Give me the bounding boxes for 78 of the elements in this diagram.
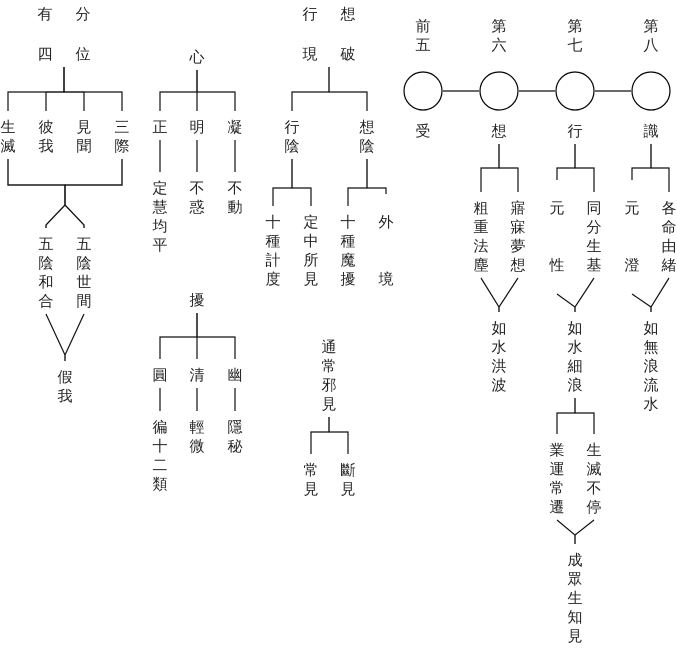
term-label: 寤寐夢想	[510, 192, 526, 278]
stage-label: 行	[568, 122, 582, 142]
term-label: 擾	[190, 284, 204, 313]
term-label: 行想現破	[302, 0, 356, 67]
connector-line	[63, 67, 123, 111]
term-label: 十種魔擾	[340, 206, 356, 292]
connector-line	[574, 144, 595, 192]
stage-label: 第七	[568, 16, 582, 55]
connector-line	[650, 278, 670, 312]
term-label: 正	[152, 111, 168, 140]
term-label: 定慧均平	[152, 172, 168, 258]
connector-line	[443, 90, 479, 92]
stage-label: 第六	[492, 16, 506, 55]
connector-line	[196, 140, 198, 172]
term-label: 幽	[228, 359, 242, 388]
term-label: 彼我	[38, 111, 54, 159]
connector-line	[64, 314, 85, 361]
term-label: 如水細浪	[568, 312, 582, 398]
term-label: 清	[190, 359, 204, 388]
term-label: 十種計度	[266, 206, 280, 292]
term-label: 凝	[228, 111, 242, 140]
connector-line	[196, 70, 236, 111]
connector-line	[234, 140, 236, 172]
stage-label: 想	[492, 122, 506, 142]
connector-line	[328, 417, 349, 454]
term-label: 通常邪見	[322, 331, 336, 417]
term-label: 生滅	[0, 111, 16, 159]
term-label: 外境	[378, 194, 394, 308]
connector-line	[650, 144, 670, 192]
connector-line	[574, 520, 594, 544]
stage-label: 前五	[416, 16, 430, 55]
term-label: 假我	[58, 361, 72, 409]
term-label: 生滅不停	[586, 434, 602, 520]
term-label: 見聞	[76, 111, 92, 159]
term-label: 不惑	[190, 172, 204, 220]
term-label: 常見	[304, 454, 318, 502]
term-label: 元性	[550, 180, 564, 294]
term-label: 如無浪流水	[644, 312, 658, 417]
connector-line	[159, 388, 161, 411]
term-label: 如水洪波	[492, 312, 506, 398]
connector-line	[519, 90, 555, 92]
term-label: 徧十二類	[152, 411, 168, 497]
term-label: 各命由緒	[662, 192, 676, 278]
term-label: 同分生基	[586, 192, 602, 278]
stage-label: 識	[644, 122, 658, 142]
term-label: 有分四位	[38, 0, 90, 67]
connector-line	[196, 388, 198, 411]
connector-line	[328, 67, 368, 111]
term-label: 成眾生知見	[568, 544, 582, 649]
term-label: 圓	[152, 359, 168, 388]
term-label: 隱秘	[228, 411, 242, 459]
stage-label: 第八	[644, 16, 658, 55]
term-label: 心	[190, 41, 204, 70]
term-label: 輕微	[190, 411, 204, 459]
term-label: 想陰	[360, 111, 374, 159]
connector-line	[64, 159, 123, 228]
term-label: 元澄	[624, 180, 640, 294]
connector-line	[159, 140, 161, 172]
connector-line	[498, 278, 518, 312]
connector-line	[234, 388, 236, 411]
term-label: 五陰和合	[38, 228, 54, 314]
term-label: 三際	[114, 111, 130, 159]
connector-line	[574, 278, 594, 312]
term-label: 粗重法塵	[474, 192, 488, 278]
connector-line	[574, 398, 595, 434]
stage-label: 受	[416, 122, 430, 142]
connector-line	[498, 144, 519, 192]
connector-line	[595, 90, 631, 92]
term-label: 不動	[228, 172, 242, 220]
term-label: 業運常遷	[550, 434, 564, 520]
term-label: 斷見	[340, 454, 356, 502]
term-label: 行陰	[284, 111, 300, 159]
connector-line	[196, 313, 236, 359]
connector-line	[366, 159, 387, 194]
term-label: 明	[190, 111, 204, 140]
connector-line	[291, 159, 312, 206]
term-label: 定中所見	[304, 206, 318, 292]
term-label: 五陰世間	[76, 228, 92, 314]
